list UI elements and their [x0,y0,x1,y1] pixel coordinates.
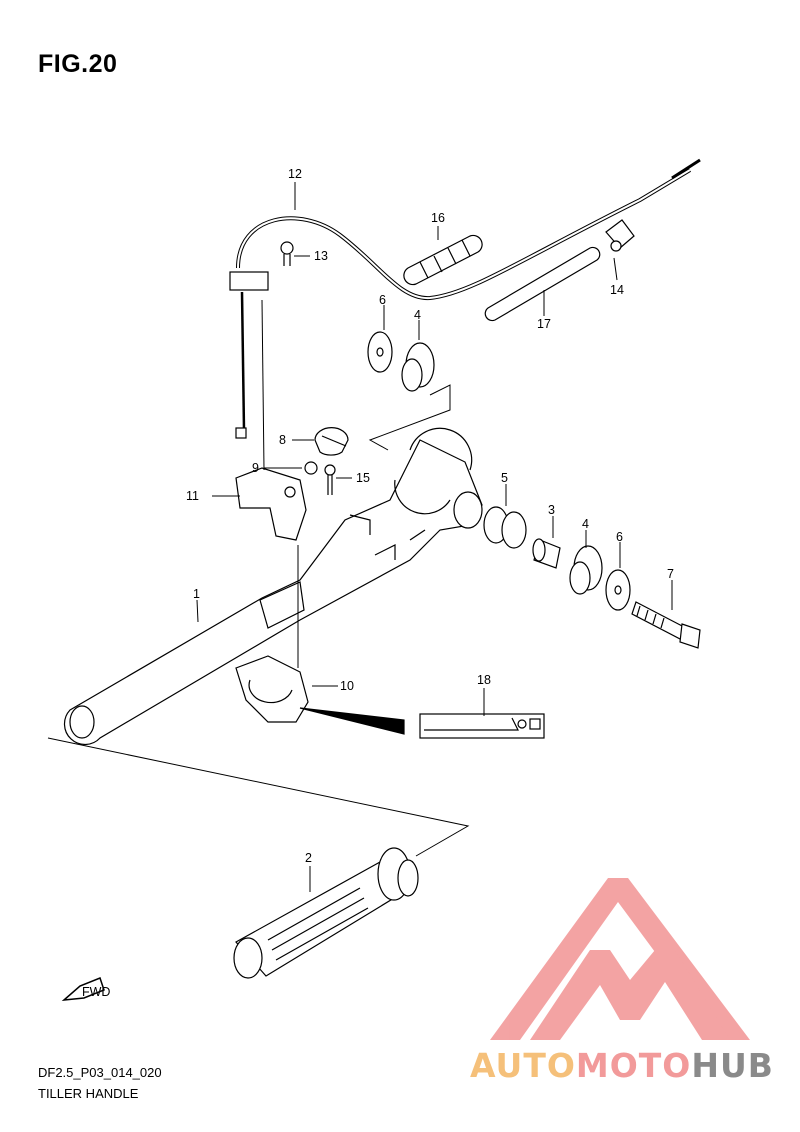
callout-6-lower: 6 [616,530,623,544]
screw-13-part [280,241,294,266]
watermark-text: AUTOMOTOHUB [470,1046,774,1085]
nut-9-part [304,461,318,475]
clamp-14-part [605,219,635,252]
callout-4-upper: 4 [414,308,421,322]
callout-6-upper: 6 [379,293,386,307]
callout-15: 15 [356,471,370,485]
tube-17-part [484,246,601,322]
callout-1: 1 [193,587,200,601]
bracket-11-part [235,467,307,541]
callout-10: 10 [340,679,354,693]
callout-5: 5 [501,471,508,485]
watermark-text-auto: AUTO [470,1046,576,1085]
cable-sleeve-16-part [403,234,483,286]
callout-11: 11 [186,489,199,503]
throttle-cable-part [229,158,701,439]
callout-16: 16 [431,211,445,225]
callout-13: 13 [314,249,328,263]
figure-code: DF2.5_P03_014_020 [38,1065,162,1080]
callout-2: 2 [305,851,312,865]
cap-8-part [314,427,349,456]
callout-3: 3 [548,503,555,517]
bracket-10-part [235,655,309,723]
bushing-4-lower-part [569,545,603,595]
figure-name: TILLER HANDLE [38,1086,139,1101]
fwd-label: FWD [82,985,110,999]
bushing-4-upper-part [401,342,435,392]
callout-12: 12 [288,167,302,181]
watermark-logo [490,878,750,1040]
callout-18: 18 [477,673,491,687]
callout-8: 8 [279,433,286,447]
callout-9: 9 [252,461,259,475]
callout-4-lower: 4 [582,517,589,531]
fwd-arrow-icon [61,977,105,1001]
grip-2-part [233,847,419,979]
figure-title: FIG.20 [38,50,118,78]
bushing-5-part [483,506,527,549]
tiller-arm-1-part [63,427,483,746]
callout-7: 7 [667,567,674,581]
callout-14: 14 [610,283,624,297]
callout-17: 17 [537,317,551,331]
screw-15-part [324,464,336,495]
bolt-7-part [631,601,701,649]
watermark-text-hub: HUB [691,1046,774,1085]
watermark-text-moto: MOTO [575,1046,692,1085]
decal-18-part [299,707,545,739]
collar-3-part [532,538,561,569]
